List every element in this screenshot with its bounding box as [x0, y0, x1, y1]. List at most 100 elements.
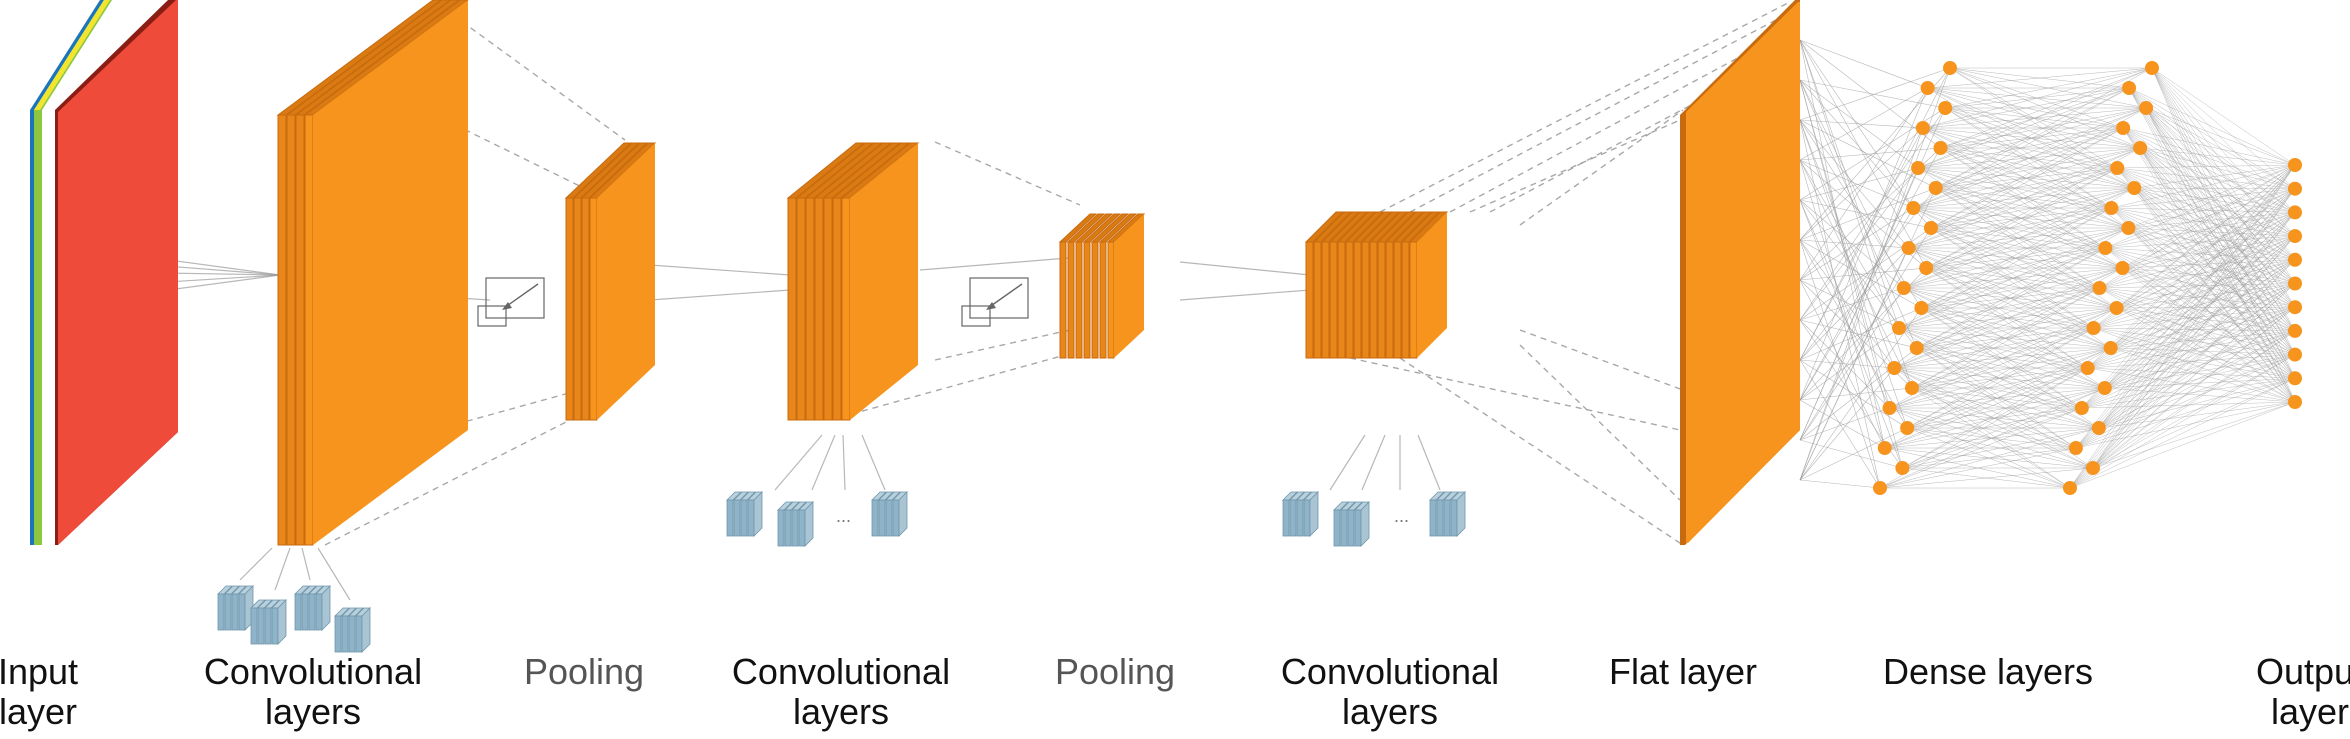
dense2-to-output-line — [2075, 164, 2296, 449]
dense1-to-dense2-line — [1894, 367, 2077, 449]
dense2-to-output-line — [2122, 127, 2296, 379]
dense1-neuron — [1904, 381, 1919, 395]
dense1-to-dense2-line — [1898, 327, 2077, 449]
conv3-to-flat-dash — [1519, 329, 1684, 391]
pooling-icon-1-arrow — [503, 283, 539, 309]
label-conv-layers-2: Convolutional layers — [731, 651, 951, 732]
dense1-neuron — [1873, 481, 1887, 495]
dense2-to-output-line — [2145, 107, 2296, 260]
dense2-to-output-line — [2122, 127, 2296, 308]
dense1-neuron — [1882, 401, 1897, 415]
conv3-stack-slice-front — [1369, 241, 1378, 359]
pooling-icon-2-large-box — [969, 277, 1029, 319]
flat-to-dense1-line — [1799, 127, 1924, 361]
conv1-kernel-2-slice — [271, 607, 279, 645]
dense2-to-output-line — [2122, 267, 2296, 379]
flat-to-dense1-line — [1799, 67, 1951, 361]
flat-to-dense1-line — [1799, 227, 1932, 441]
input-layer-stack — [30, 0, 178, 545]
conv3-to-flat-dash — [1469, 119, 1681, 213]
conv1-kernel-3-slice — [301, 593, 309, 631]
flat-to-dense1-line — [1799, 427, 1908, 481]
flat-to-dense1-line — [1799, 119, 1909, 249]
dense1-to-dense2-line — [1917, 167, 2123, 269]
dense2-to-output-line — [2151, 67, 2296, 260]
dense2-to-output-line — [2069, 378, 2296, 489]
conv3-stack-slice-front — [1361, 241, 1370, 359]
flat-to-dense1-line — [1799, 79, 1890, 409]
conv1-to-pool1-dash-upper — [434, 114, 599, 196]
dense2-to-output-line — [2098, 212, 2296, 429]
output-neuron — [2288, 276, 2302, 291]
conv2-kernel-2-slice — [784, 509, 792, 547]
dense2-neuron — [2085, 461, 2100, 475]
pooling-icon-1 — [477, 277, 545, 327]
dense2-to-output-line — [2092, 259, 2296, 469]
dense2-to-output-line — [2099, 283, 2296, 289]
pool1-to-conv2-line-2 — [649, 289, 791, 301]
conv2-kernel-3-side — [898, 491, 908, 537]
dense2-to-output-line — [2098, 378, 2296, 429]
dense2-to-output-line — [2087, 367, 2296, 403]
dense1-neuron — [1906, 201, 1921, 215]
dense2-to-output-line — [2116, 307, 2296, 332]
dense2-to-output-line — [2098, 188, 2296, 429]
dense2-to-output-line — [2092, 401, 2296, 469]
conv2-kernel-1 — [726, 491, 763, 537]
dense1-to-dense2-line — [1908, 247, 2094, 329]
dense1-to-dense2-line — [1903, 287, 2105, 389]
label-conv-layers-3: Convolutional layers — [1280, 651, 1500, 732]
conv2-stack-slice-front — [841, 197, 851, 421]
dense2-to-output-line — [2110, 347, 2296, 355]
dense2-to-output-line — [2151, 67, 2296, 403]
conv3-stack-slice-front — [1321, 241, 1330, 359]
dense2-to-output-line — [2122, 127, 2296, 284]
dense2-to-output-line — [2104, 387, 2296, 403]
dense2-to-output-line — [2081, 306, 2296, 409]
conv2-stack-slice-front — [796, 197, 806, 421]
conv2-kernel-3 — [871, 491, 908, 537]
dense2-neuron — [2092, 281, 2107, 295]
dense2-to-output-line — [2105, 188, 2296, 249]
flat-to-dense1-line — [1799, 159, 1913, 389]
dense2-neuron — [2086, 321, 2101, 335]
conv2-kernel-1-slice — [747, 499, 755, 537]
conv1-kernel-3-slice — [294, 593, 302, 631]
dense2-neuron — [2133, 141, 2148, 155]
dense2-to-output-line — [2128, 87, 2296, 166]
layer-stacks — [30, 0, 1800, 546]
conv2-stack — [786, 142, 920, 421]
dense2-to-output-line — [2134, 187, 2296, 261]
dense1-to-dense2-line — [1908, 247, 2100, 289]
conv1-kernel-4-side — [361, 607, 371, 653]
dense2-to-output-line — [2140, 147, 2296, 166]
dense1-to-dense2-line — [1917, 167, 2106, 249]
dense2-to-output-line — [2081, 401, 2296, 409]
conv2-kernel-ellipsis: ... — [836, 506, 851, 526]
conv1-kernel-2 — [250, 599, 287, 645]
dense2-to-output-line — [2099, 287, 2296, 379]
conv3-kernel-1-side — [1309, 491, 1319, 537]
dense2-to-output-line — [2128, 227, 2296, 403]
dense2-to-output-line — [2104, 378, 2296, 389]
dense2-to-output-line — [2105, 247, 2296, 379]
output-neuron — [2288, 205, 2302, 220]
dense2-to-output-line — [2110, 283, 2296, 349]
conv3-kernel-2-slice — [1347, 509, 1355, 547]
dense1-to-dense2-line — [1949, 67, 2141, 149]
conv2-kernel-2 — [777, 501, 814, 547]
conv3-stack-slice-front — [1385, 241, 1394, 359]
dense1-to-dense2-line — [1926, 267, 2088, 369]
dense2-neuron — [2109, 301, 2124, 315]
dense1-to-dense2-line — [1911, 387, 2094, 469]
dense1-to-dense2-line — [1945, 107, 2135, 189]
dense2-to-output-line — [2128, 87, 2296, 379]
dense2-to-output-line — [2145, 107, 2296, 403]
flat-to-dense1-line — [1799, 359, 1881, 489]
dense1-to-dense2-line — [1930, 227, 2094, 329]
dense2-to-output-line — [2122, 267, 2296, 403]
dense2-to-output-line — [2111, 207, 2296, 261]
pool2-stack-side-face — [1114, 214, 1144, 358]
dense2-to-output-line — [2093, 259, 2296, 329]
conv3-kernel-3-slice — [1443, 499, 1451, 537]
